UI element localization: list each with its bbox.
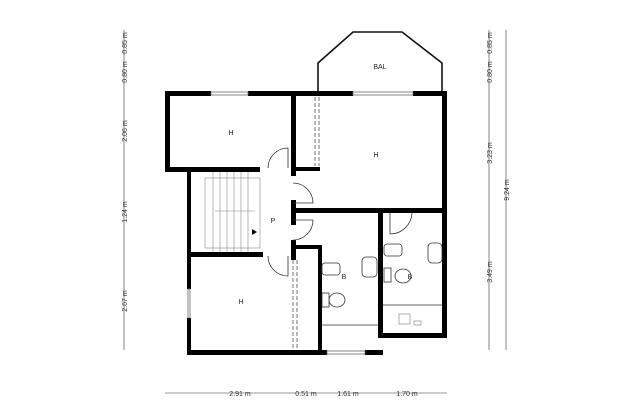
room-label-bathroom-2: B [408,274,413,281]
bottom-dimensions: 2.91 m 0.51 m 1.61 m 1.70 m [229,391,418,398]
room-label-bedroom-top-left: H [228,130,233,137]
dim-left-1-24: 1.24 m [122,201,129,223]
dim-left-2-06: 2.06 m [122,120,129,142]
room-label-balcony: BAL [373,64,386,71]
right-dimensions: 0.80 m 0.85 m 3.23 m 3.49 m 9.24 m [487,32,511,283]
dim-right-0-85: 0.85 m [487,32,494,54]
balcony-outline [317,31,443,94]
dim-bottom-2-91: 2.91 m [229,391,251,398]
dim-left-2-67: 2.67 m [122,290,129,312]
dim-right-3-49: 3.49 m [487,261,494,283]
room-labels: H H BAL P H B B [228,64,412,306]
dim-left-0-85: 0.85 m [122,32,129,54]
stairs [204,172,261,252]
room-label-passage: P [271,218,276,225]
dim-right-3-23: 3.23 m [487,142,494,164]
dim-bottom-0-51: 0.51 m [295,391,317,398]
dim-right-0-80: 0.80 m [487,61,494,83]
dim-left-0-80: 0.80 m [122,61,129,83]
stairs-arrow-icon [252,229,257,235]
swing-doors [267,147,413,277]
left-dimensions: 0.80 m 0.85 m 2.06 m 1.24 m 2.67 m [122,32,129,312]
dim-right-total: 9.24 m [504,179,511,201]
dim-bottom-1-70: 1.70 m [396,391,418,398]
windows [187,91,414,355]
room-label-bedroom-bottom-left: H [238,299,243,306]
bathroom-fixtures [321,242,443,326]
dim-bottom-1-61: 1.61 m [337,391,359,398]
sliding-doors [292,97,320,350]
room-label-bathroom-1: B [342,274,347,281]
walls [165,91,447,355]
dimension-lines [123,30,507,394]
room-label-bedroom-top-right: H [373,152,378,159]
